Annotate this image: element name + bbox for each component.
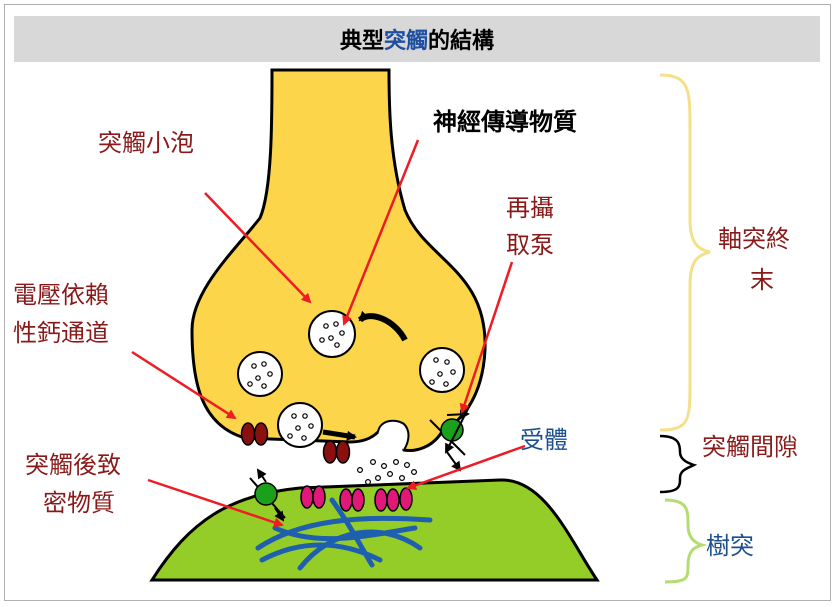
reuptake-pump (429, 404, 471, 472)
label-reuptake-line2: 取泵 (506, 231, 554, 259)
label-axon-terminal-line1: 軸突終 (718, 225, 790, 253)
recycling-arrow (357, 310, 408, 342)
label-vesicle: 突觸小泡 (98, 129, 194, 157)
released-neurotransmitters (357, 459, 418, 486)
receptor (300, 485, 413, 512)
label-receptor: 受體 (520, 426, 568, 454)
postsynaptic-pump (249, 468, 286, 522)
label-reuptake-line1: 再攝 (506, 194, 554, 222)
label-psd-line1: 突觸後致 (25, 451, 121, 479)
release-arrow (322, 429, 357, 441)
voltage-gated-calcium-channel (240, 422, 351, 464)
dendrite-brace (664, 498, 708, 584)
annotation-arrows (131, 139, 526, 528)
fusing-vesicle (377, 419, 410, 451)
label-psd-line2: 密物質 (43, 489, 115, 517)
title-part-2: 的結構 (428, 29, 495, 54)
label-dendrite: 樹突 (706, 532, 754, 560)
label-vgcc-line1: 電壓依賴 (13, 281, 109, 309)
neurotransmitter-dots (247, 321, 456, 441)
cytoskeleton (255, 497, 433, 571)
axon-terminal-brace (659, 73, 711, 432)
label-vgcc-line2: 性鈣通道 (13, 319, 109, 347)
label-synaptic-cleft: 突觸間隙 (702, 433, 798, 461)
title-bar: 典型突觸的結構 (14, 16, 820, 62)
synaptic-cleft-brace (659, 434, 698, 494)
title-highlight: 突觸 (383, 29, 428, 54)
title-part-1: 典型 (339, 29, 384, 54)
label-neurotransmitter: 神經傳導物質 (433, 108, 577, 136)
label-axon-terminal-line2: 末 (750, 266, 774, 294)
